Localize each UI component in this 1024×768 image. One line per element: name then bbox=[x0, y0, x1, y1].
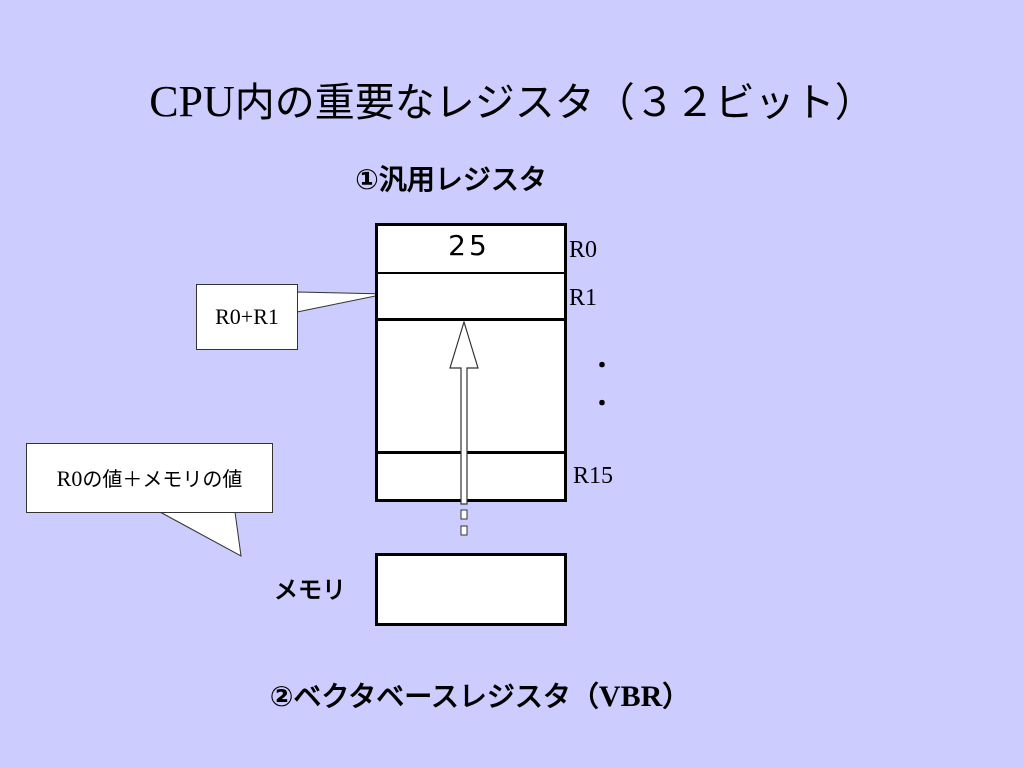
callout-sum-text: R0+R1 bbox=[215, 304, 279, 329]
register-r0-value: 25 bbox=[448, 229, 490, 262]
row-divider-r1 bbox=[378, 318, 564, 321]
arrow-shape bbox=[449, 319, 479, 505]
row-divider-r15 bbox=[378, 451, 564, 454]
slide-title: CPU内の重要なレジスタ（３２ビット） bbox=[0, 74, 1024, 131]
arrow-dash-1 bbox=[460, 509, 468, 520]
callout-memory-sum-box bbox=[26, 443, 273, 513]
vbr-heading-suffix: ） bbox=[662, 680, 691, 713]
register-label-r0: R0 bbox=[569, 237, 598, 263]
callout-memory-sum-text: R0の値＋メモリの値 bbox=[26, 464, 273, 494]
data-flow-arrow bbox=[449, 319, 479, 536]
row-divider-r0 bbox=[378, 272, 564, 274]
general-register-heading: ①汎用レジスタ bbox=[355, 163, 547, 196]
callout-memory-sum-tail bbox=[159, 511, 242, 557]
vbr-heading: ②ベクタベースレジスタ（VBR） bbox=[160, 672, 800, 722]
title-cpu: CPU bbox=[149, 77, 235, 126]
callout-sum-pointer bbox=[296, 291, 386, 313]
memory-label: メモリ bbox=[274, 576, 346, 604]
vbr-heading-text: ②ベクタベースレジスタ（ bbox=[269, 680, 599, 713]
vbr-abbr: VBR bbox=[598, 680, 663, 713]
title-text: 内の重要なレジスタ（３２ビット） bbox=[234, 80, 875, 126]
memory-box bbox=[375, 553, 567, 626]
callout-memory-sum-prefix: R0 bbox=[56, 466, 83, 491]
register-label-r15: R15 bbox=[573, 463, 614, 489]
arrow-dash-2 bbox=[460, 525, 468, 536]
callout-memory-sum-body: の値＋メモリの値 bbox=[82, 467, 243, 491]
callout-sum-box bbox=[196, 284, 298, 350]
register-ellipsis: ・ ・ bbox=[591, 354, 614, 417]
register-label-r1: R1 bbox=[569, 285, 598, 311]
